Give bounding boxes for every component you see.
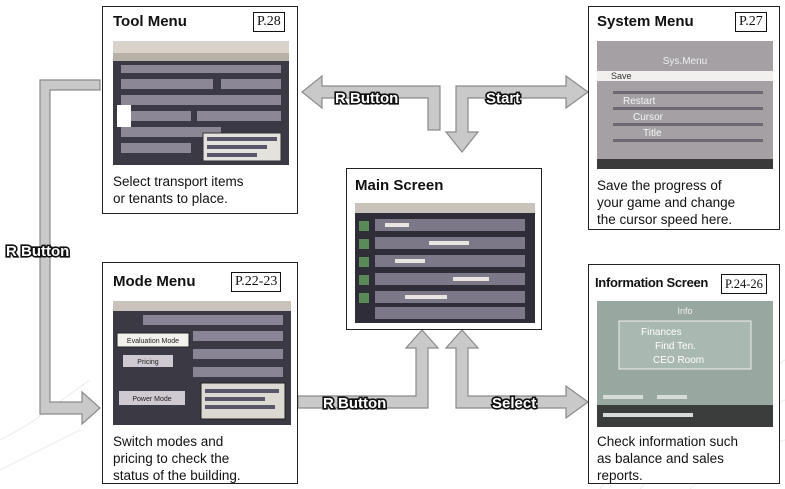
info-screen-page-ref: P.24-26	[721, 274, 767, 294]
system-menu-restart-item: Restart	[623, 96, 655, 107]
info-screen-finances-item: Finances	[641, 327, 682, 338]
system-menu-screenshot: Sys.Menu Save Restart Cursor Title	[597, 41, 773, 169]
mode-menu-screenshot: Evaluation Mode Pricing Power Mode	[113, 301, 291, 425]
tool-menu-card: Tool Menu P.28 Select transport items or…	[102, 6, 298, 214]
select-arrow	[444, 329, 590, 420]
system-menu-screen-title: Sys.Menu	[663, 56, 707, 67]
start-arrow	[444, 74, 590, 153]
info-screen-find-tenant-item: Find Ten.	[655, 341, 696, 352]
info-screen-card: Information Screen P.24-26 Info Finances…	[588, 264, 780, 484]
start-label: Start	[486, 90, 520, 107]
system-menu-description: Save the progress of your game and chang…	[597, 178, 736, 227]
mode-menu-pricing-item: Pricing	[137, 359, 159, 366]
r-button-left-label: R Button	[6, 243, 69, 260]
tool-menu-description: Select transport items or tenants to pla…	[113, 174, 244, 206]
mode-menu-card: Mode Menu P.22-23 Evaluation Mode Pricin…	[102, 262, 298, 484]
system-menu-card: System Menu P.27 Sys.Menu Save Restart C…	[588, 6, 780, 230]
system-menu-title: System Menu	[597, 13, 694, 30]
info-screen-header: Info	[677, 306, 692, 316]
mode-menu-page-ref: P.22-23	[231, 272, 282, 292]
main-screen-screenshot	[355, 203, 535, 323]
r-button-bottom-arrow	[297, 329, 440, 409]
mode-menu-power-item: Power Mode	[132, 396, 171, 403]
system-menu-cursor-item: Cursor	[633, 112, 664, 123]
r-button-bottom-label: R Button	[323, 395, 386, 412]
info-screen-ceo-room-item: CEO Room	[653, 355, 704, 366]
info-screen-title: Information Screen	[595, 275, 709, 290]
r-button-top-label: R Button	[335, 90, 398, 107]
select-label: Select	[492, 395, 536, 412]
mode-menu-description: Switch modes and pricing to check the st…	[113, 434, 241, 483]
main-screen-title: Main Screen	[355, 177, 444, 194]
r-button-top-arrow	[301, 74, 441, 131]
system-menu-title-item: Title	[643, 128, 662, 139]
tool-menu-page-ref: P.28	[253, 12, 285, 32]
system-menu-page-ref: P.27	[735, 12, 767, 32]
info-screen-screenshot: Info Finances Find Ten. CEO Room	[597, 301, 773, 427]
tool-menu-screenshot	[113, 41, 289, 165]
main-screen-card: Main Screen	[346, 168, 542, 330]
tool-menu-title: Tool Menu	[113, 13, 187, 30]
info-screen-description: Check information such as balance and sa…	[597, 434, 739, 483]
mode-menu-title: Mode Menu	[113, 273, 196, 290]
system-menu-save-item: Save	[611, 71, 632, 81]
mode-menu-evaluation-item: Evaluation Mode	[127, 338, 179, 345]
left-loop-arrow	[39, 79, 101, 426]
